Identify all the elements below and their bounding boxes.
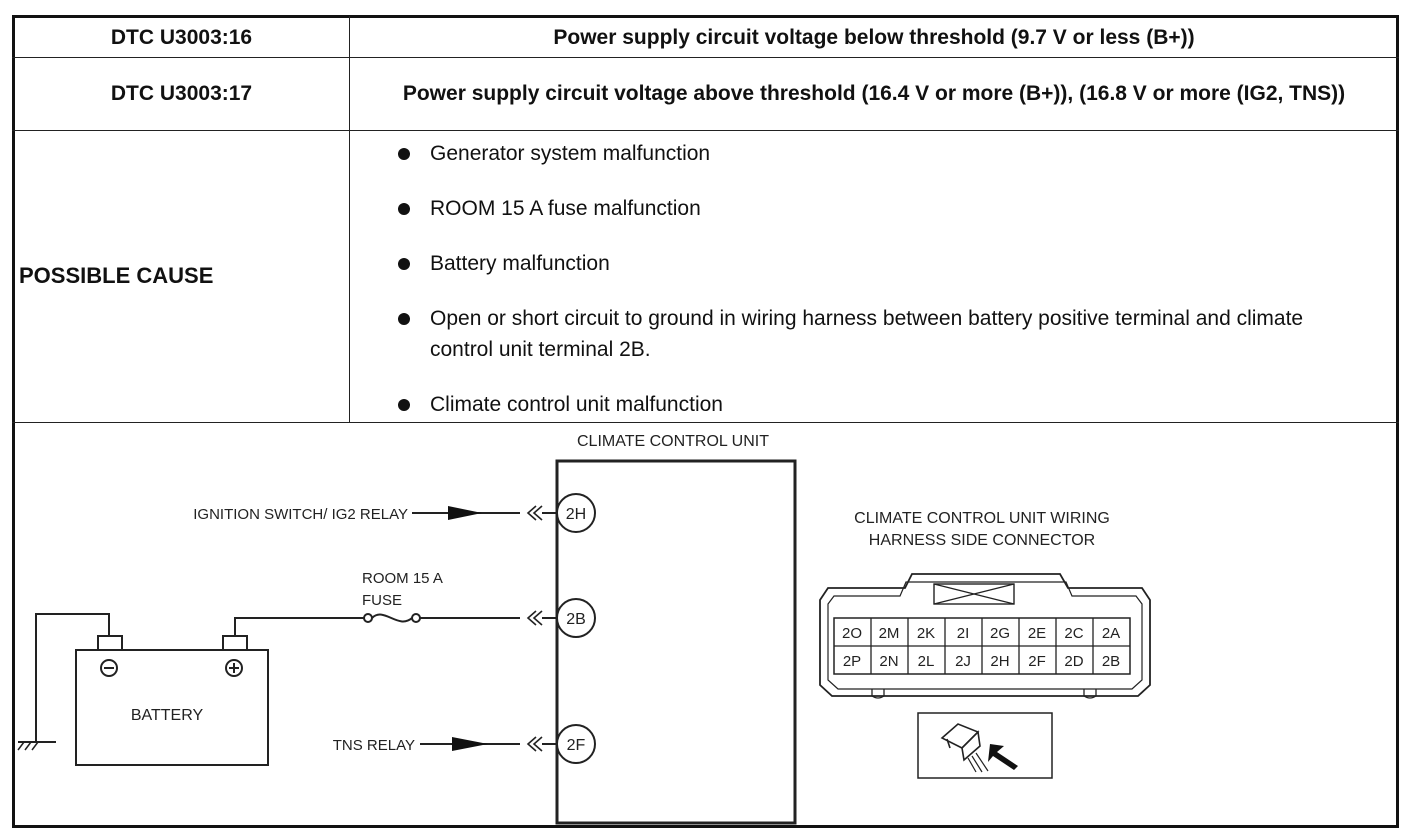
tns-arrow bbox=[452, 737, 488, 751]
ignition-label: IGNITION SWITCH/ IG2 RELAY bbox=[193, 506, 408, 523]
pin-label: 2D bbox=[1064, 653, 1083, 670]
positive-terminal-icon bbox=[225, 659, 243, 677]
battery-negative-post bbox=[97, 635, 123, 651]
row-divider bbox=[12, 130, 1399, 131]
pin-label: 2J bbox=[955, 653, 971, 670]
pin-label: 2A bbox=[1102, 625, 1120, 642]
climate-control-unit-box bbox=[555, 459, 797, 825]
fuse-symbol bbox=[371, 613, 413, 623]
column-divider bbox=[349, 16, 350, 423]
negative-terminal-icon bbox=[100, 659, 118, 677]
pin-label: 2K bbox=[917, 625, 935, 642]
pin-label: 2O bbox=[842, 625, 862, 642]
dtc-code-1: DTC U3003:16 bbox=[110, 26, 253, 49]
cause-item: Climate control unit malfunction bbox=[398, 389, 1368, 420]
cause-item: Generator system malfunction bbox=[398, 138, 1368, 169]
row-divider bbox=[12, 57, 1399, 58]
pin-label: 2L bbox=[918, 653, 935, 670]
terminal-2b: 2B bbox=[566, 611, 586, 628]
connector-title-line-1: CLIMATE CONTROL UNIT WIRING bbox=[854, 510, 1110, 527]
pin-label: 2M bbox=[879, 625, 900, 642]
connector-mark bbox=[532, 736, 543, 752]
pin-label: 2G bbox=[990, 625, 1010, 642]
pin-label: 2F bbox=[1028, 653, 1046, 670]
connector-mark bbox=[526, 610, 537, 626]
cause-item: Battery malfunction bbox=[398, 248, 1368, 279]
connector-mark bbox=[532, 610, 543, 626]
connector-key bbox=[933, 583, 1015, 605]
pin-label: 2P bbox=[843, 653, 861, 670]
fuse-label-line-2: FUSE bbox=[362, 592, 402, 609]
pin-label: 2C bbox=[1064, 625, 1083, 642]
view-arrow-icon bbox=[988, 744, 1018, 770]
table-frame bbox=[12, 15, 1399, 828]
connector-title-line-2: HARNESS SIDE CONNECTOR bbox=[869, 532, 1095, 549]
possible-cause-list: Generator system malfunction ROOM 15 A f… bbox=[398, 138, 1368, 444]
connector-mark bbox=[526, 505, 537, 521]
connector-mark bbox=[526, 736, 537, 752]
pin-label: 2H bbox=[990, 653, 1009, 670]
view-direction-box bbox=[917, 712, 1053, 779]
pin-label: 2N bbox=[879, 653, 898, 670]
dtc-description-1: Power supply circuit voltage below thres… bbox=[553, 26, 1195, 49]
battery-body bbox=[75, 649, 269, 766]
pin-label: 2B bbox=[1102, 653, 1120, 670]
harness-view-icon bbox=[940, 723, 989, 773]
battery-positive-post bbox=[222, 635, 248, 651]
connector-outline bbox=[819, 573, 1151, 697]
tns-label: TNS RELAY bbox=[333, 737, 415, 754]
connector-mark bbox=[532, 505, 543, 521]
terminal-2h-circle bbox=[556, 493, 596, 533]
terminal-2f-circle bbox=[556, 724, 596, 764]
terminal-2b-circle bbox=[556, 598, 596, 638]
ignition-arrow bbox=[448, 506, 482, 520]
cause-item: Open or short circuit to ground in wirin… bbox=[398, 303, 1368, 365]
terminal-2f: 2F bbox=[567, 737, 586, 754]
battery-label: BATTERY bbox=[131, 707, 204, 724]
cause-item: ROOM 15 A fuse malfunction bbox=[398, 193, 1368, 224]
fuse-label-line-1: ROOM 15 A bbox=[362, 570, 443, 587]
unit-title: CLIMATE CONTROL UNIT bbox=[577, 433, 769, 450]
pin-label: 2E bbox=[1028, 625, 1046, 642]
possible-cause-label: POSSIBLE CAUSE bbox=[19, 263, 214, 288]
dtc-code-2: DTC U3003:17 bbox=[110, 82, 253, 105]
pin-label: 2I bbox=[957, 625, 970, 642]
dtc-description-2: Power supply circuit voltage above thres… bbox=[402, 82, 1346, 105]
terminal-2h: 2H bbox=[566, 506, 586, 523]
row-divider bbox=[12, 422, 1399, 423]
